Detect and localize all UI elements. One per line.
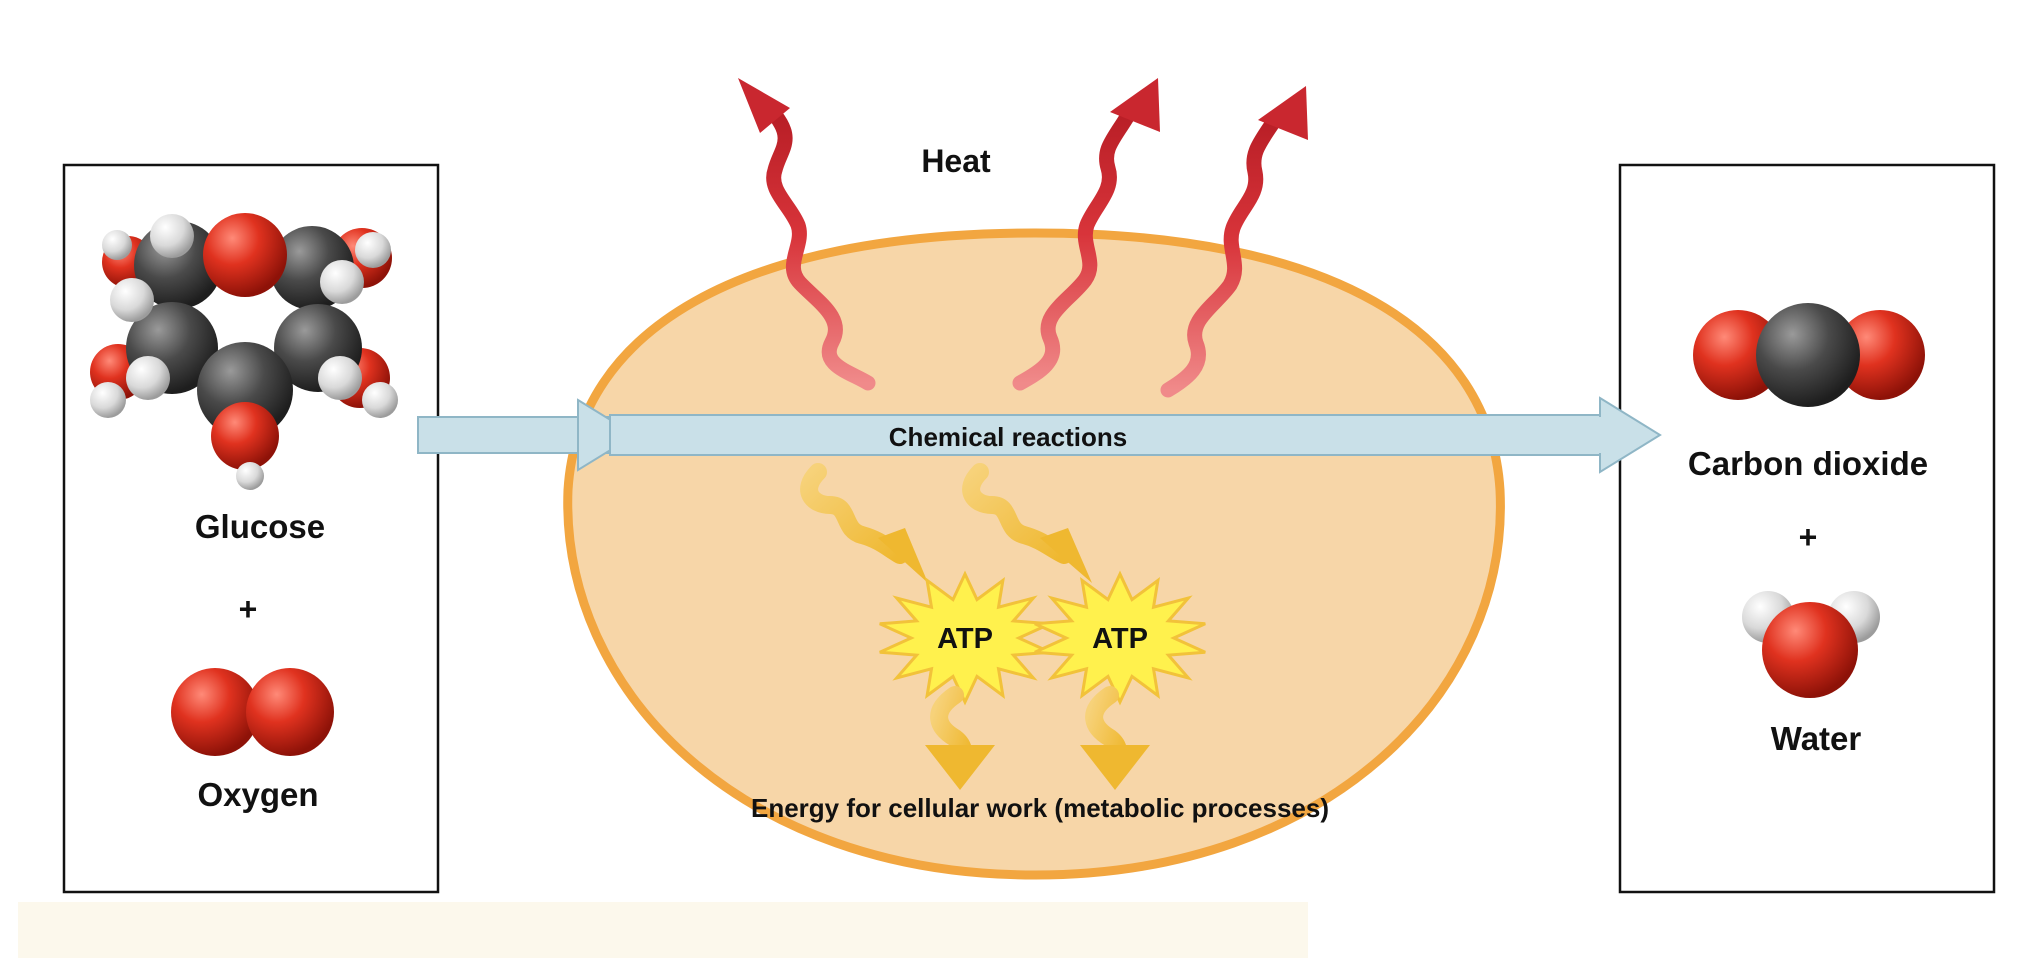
energy-arrow-icon [962,463,1073,564]
heat-label: Heat [921,143,991,179]
energy-arrowhead-icon [1040,528,1092,583]
reaction-arrow [417,396,1662,474]
glucose-molecule-icon [90,213,398,490]
glucose-label: Glucose [195,508,325,545]
co2-molecule-icon [1693,303,1925,407]
heat-arrowhead-icon [738,78,790,133]
heat-arrow-icon [1012,104,1138,391]
energy-in-arrows [800,463,1092,583]
cell-body [563,228,1505,880]
energy-arrowhead-icon [1080,745,1150,790]
oxygen-label: Oxygen [197,776,318,813]
water-label: Water [1771,720,1862,757]
energy-out-arrows [925,686,1150,790]
outputs-box [1618,163,1996,894]
energy-arrowhead-icon [878,528,928,583]
water-molecule-icon [1742,591,1880,698]
energy-arrow-icon [800,463,909,564]
heat-arrows [738,78,1308,398]
heat-arrow-icon [1160,110,1284,398]
energy-arrowhead-icon [925,745,995,790]
reaction-label: Chemical reactions [889,422,1127,452]
atp-label: ATP [937,623,993,655]
atp-burst-1: ATP [879,570,1051,706]
heat-arrowhead-icon [1110,78,1160,132]
caption-band [18,902,1308,958]
oxygen-molecule-icon [171,668,334,756]
heat-arrowhead-icon [1258,86,1308,140]
atp-burst-2: ATP [1034,570,1206,706]
outputs-plus: + [1799,519,1818,555]
energy-label: Energy for cellular work (metabolic proc… [751,793,1329,823]
heat-arrow-icon [766,107,876,391]
inputs-plus: + [239,591,258,627]
atp-label: ATP [1092,623,1148,655]
co2-label: Carbon dioxide [1688,445,1928,482]
